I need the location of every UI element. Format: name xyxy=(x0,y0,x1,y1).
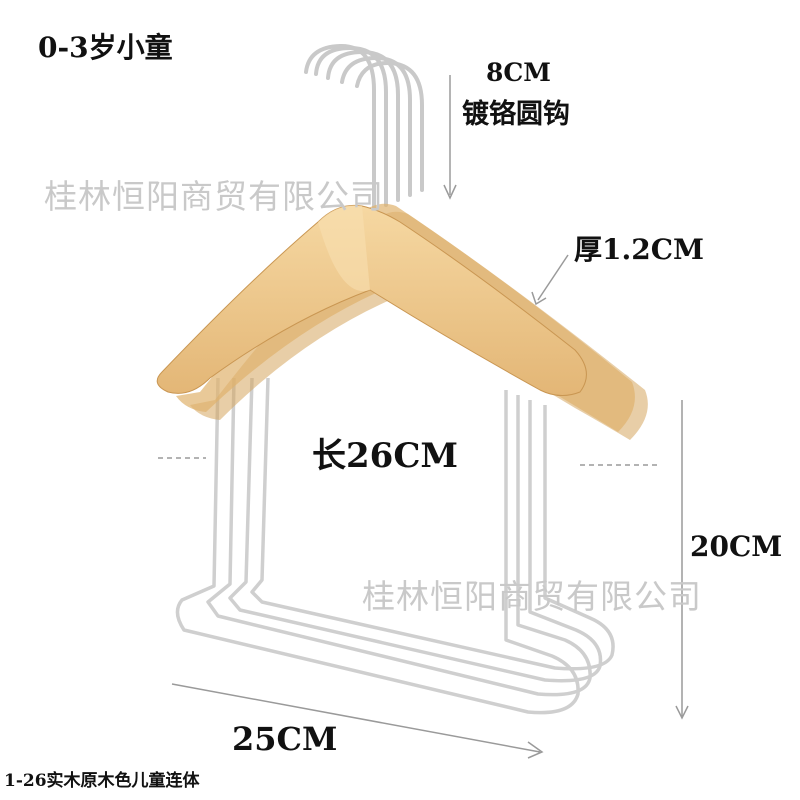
age-range-label: 0-3岁小童 xyxy=(38,31,173,64)
chrome-hooks xyxy=(304,43,424,212)
caption-label: 1-26实木原木色儿童连体 xyxy=(4,771,200,791)
hook-size-label: 8CM xyxy=(486,58,551,87)
watermark: 桂林恒阳商贸有限公司 xyxy=(362,577,702,616)
wooden-arms xyxy=(156,203,648,440)
thickness-label: 厚1.2CM xyxy=(574,233,704,266)
height-label: 20CM xyxy=(690,530,783,563)
length-label: 长26CM xyxy=(312,436,459,476)
wire-bars xyxy=(175,377,615,715)
width-label: 25CM xyxy=(232,720,338,758)
watermark: 桂林恒阳商贸有限公司 xyxy=(44,177,384,216)
dimension-lines xyxy=(158,75,689,759)
hook-type-label: 镀铬圆钩 xyxy=(462,99,570,130)
